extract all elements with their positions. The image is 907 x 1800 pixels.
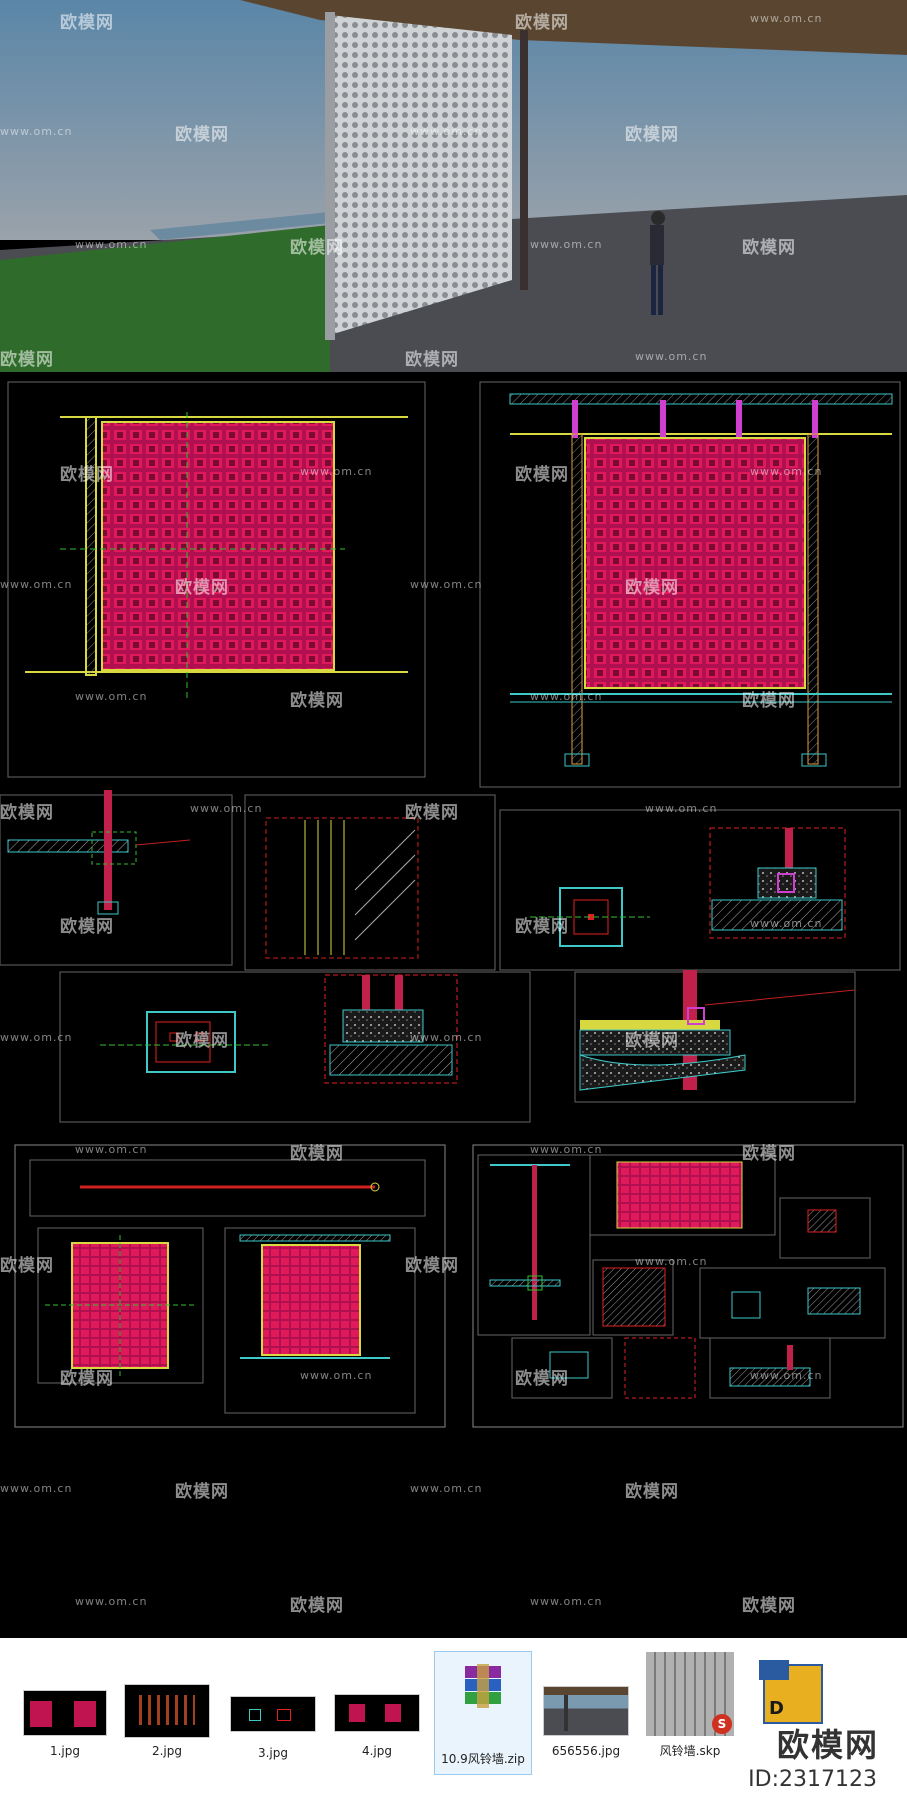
- file-label: 风铃墙.skp: [659, 1744, 721, 1758]
- render-panel: [0, 0, 907, 372]
- dwg-file-icon: D: [757, 1658, 827, 1730]
- detail-base-section: [324, 974, 458, 1084]
- model-id: ID:2317123: [748, 1767, 877, 1792]
- file-thumbnail: [334, 1694, 420, 1732]
- roof-canopy: [240, 0, 907, 55]
- file-label: 10.9风铃墙.zip: [441, 1752, 525, 1766]
- file-label: 2.jpg: [151, 1744, 183, 1758]
- file-item[interactable]: D: [752, 1658, 832, 1730]
- file-item[interactable]: 1.jpg: [20, 1690, 110, 1758]
- side-elevation-drawing: [509, 393, 893, 767]
- sketchup-file-icon: S: [646, 1652, 734, 1736]
- file-label: D: [769, 1698, 784, 1719]
- file-item-selected[interactable]: 10.9风铃墙.zip: [434, 1651, 532, 1775]
- file-thumbnail: [230, 1696, 316, 1732]
- brand-logo: 欧模网: [776, 1726, 879, 1764]
- file-item[interactable]: 3.jpg: [228, 1696, 318, 1760]
- detail-base-plate: [100, 1011, 270, 1073]
- detail-footing-section: [709, 827, 846, 939]
- file-label: 1.jpg: [49, 1744, 81, 1758]
- perforated-screen-wall: [330, 15, 512, 335]
- file-browser-strip: 1.jpg 2.jpg 3.jpg 4.jpg 10.9风铃墙.zip: [0, 1638, 907, 1800]
- file-thumbnail: [543, 1686, 629, 1736]
- cad-combined-sheet: [0, 1140, 907, 1638]
- file-item[interactable]: 2.jpg: [122, 1684, 212, 1758]
- file-thumbnail: [124, 1684, 210, 1738]
- file-thumbnail: [23, 1690, 107, 1736]
- cad-elevations: [0, 372, 907, 790]
- detail-joint: [7, 790, 191, 915]
- file-item[interactable]: 656556.jpg: [540, 1686, 632, 1758]
- cad-details: [0, 790, 907, 1140]
- file-label: 3.jpg: [257, 1746, 289, 1760]
- detail-ground-joint: [579, 970, 856, 1091]
- person-figure: [650, 211, 665, 315]
- detail-stripes: [265, 817, 419, 959]
- front-elevation-drawing: [25, 412, 408, 702]
- file-item[interactable]: S 风铃墙.skp: [640, 1652, 740, 1759]
- file-item[interactable]: 4.jpg: [332, 1694, 422, 1758]
- lawn: [0, 225, 330, 372]
- winrar-archive-icon: [461, 1664, 505, 1712]
- file-label: 656556.jpg: [551, 1744, 621, 1758]
- detail-anchor-plan: [530, 887, 650, 947]
- file-label: 4.jpg: [361, 1744, 393, 1758]
